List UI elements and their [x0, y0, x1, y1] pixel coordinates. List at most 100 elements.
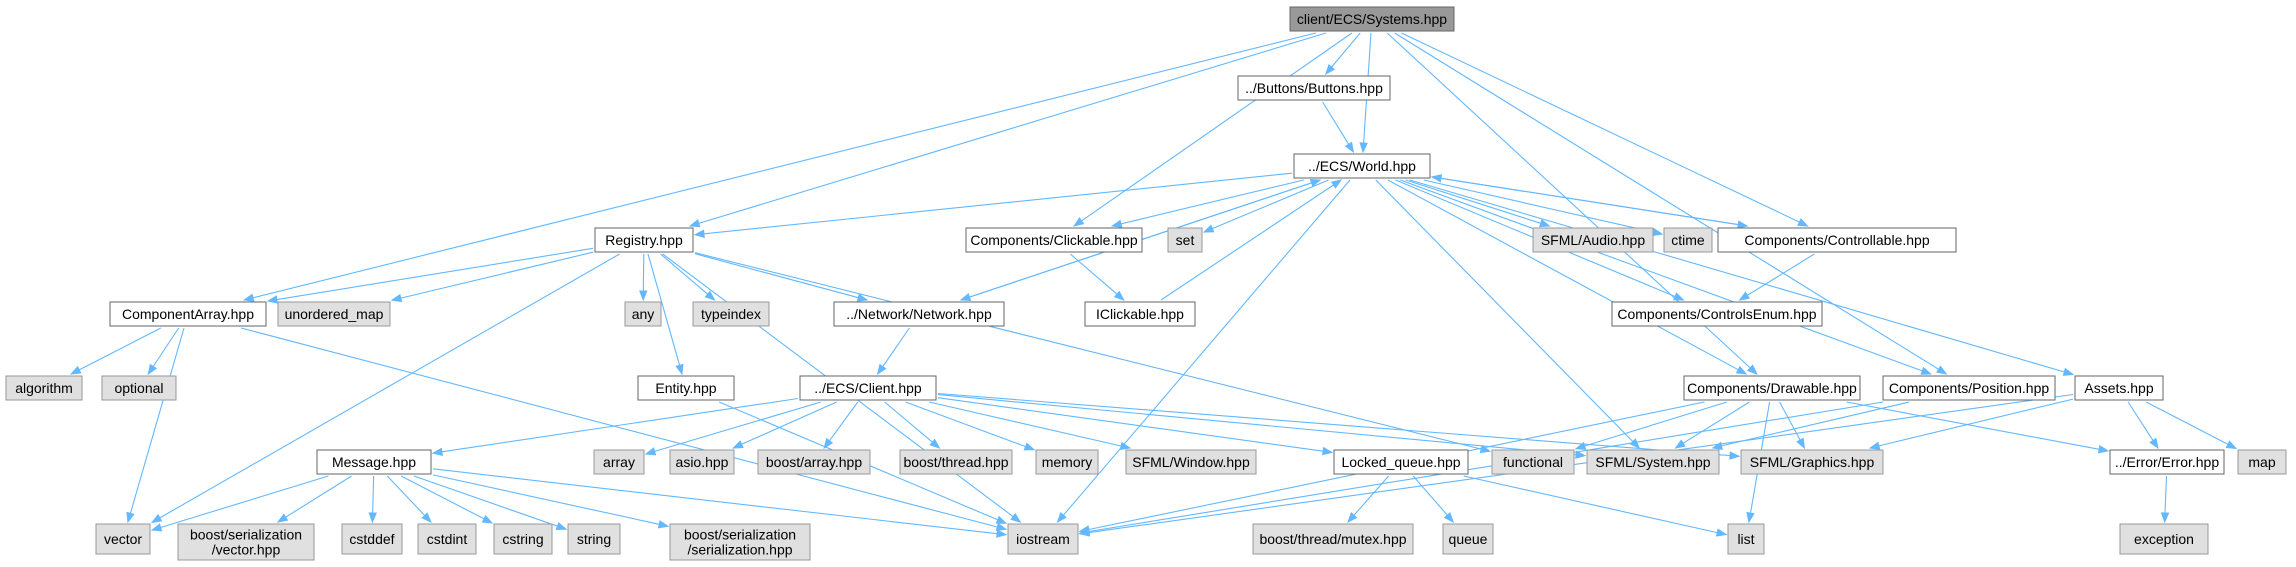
node-sfml-audio: SFML/Audio.hpp	[1532, 227, 1654, 253]
node-box	[1727, 523, 1765, 555]
node-controllable[interactable]: Components/Controllable.hpp	[1717, 227, 1957, 253]
edge-position-to-sfml_system	[1711, 401, 1910, 451]
edge-world-to-sfml_audio	[1405, 179, 1551, 228]
node-world[interactable]: ../ECS/World.hpp	[1293, 153, 1431, 179]
edge-drawable-to-sfml_graphics	[1779, 401, 1806, 450]
node-box	[593, 449, 645, 475]
node-box	[1882, 375, 2056, 401]
edge-drawable-to-functional	[1574, 401, 1727, 450]
edge-drawable-to-sfml_system	[1674, 401, 1750, 449]
node-label: Registry.hpp	[605, 232, 683, 248]
edge-message-to-boost_ser_serialization	[432, 474, 670, 529]
edge-message-to-vector	[150, 475, 329, 532]
node-label: SFML/Window.hpp	[1132, 454, 1250, 470]
edge-client-to-sfml_graphics	[937, 392, 1741, 460]
node-locked-queue[interactable]: Locked_queue.hpp	[1333, 449, 1469, 475]
node-boost-array: boost/array.hpp	[757, 449, 871, 475]
edge-world-to-registry	[693, 172, 1293, 238]
node-box	[1442, 523, 1494, 555]
edge-client-to-boost_array	[823, 401, 859, 450]
node-box	[316, 449, 432, 475]
node-label: Components/Controllable.hpp	[1744, 232, 1929, 248]
node-unordered-map: unordered_map	[277, 301, 391, 327]
node-controls-enum[interactable]: Components/ControlsEnum.hpp	[1611, 301, 1823, 327]
node-drawable[interactable]: Components/Drawable.hpp	[1683, 375, 1861, 401]
edge-assets-to-iostream	[1078, 393, 2074, 537]
node-label: ../ECS/World.hpp	[1308, 158, 1416, 174]
edge-world-to-drawable	[1387, 179, 1748, 375]
node-box	[1611, 301, 1823, 327]
node-typeindex: typeindex	[692, 301, 770, 327]
node-exception: exception	[2119, 523, 2209, 555]
node-clickable[interactable]: Components/Clickable.hpp	[965, 227, 1143, 253]
node-queue: queue	[1442, 523, 1494, 555]
node-map: map	[2237, 449, 2287, 475]
node-buttons[interactable]: ../Buttons/Buttons.hpp	[1237, 75, 1391, 101]
node-box	[567, 523, 621, 555]
node-label: queue	[1449, 531, 1488, 547]
edge-assets-to-map	[2145, 401, 2238, 450]
node-label: cstring	[502, 531, 543, 547]
node-box	[109, 301, 267, 327]
edge-registry-to-typeindex	[660, 253, 716, 301]
edge-component_array-to-algorithm	[69, 327, 162, 375]
node-label: vector	[104, 531, 142, 547]
node-box	[594, 227, 694, 253]
node-entity[interactable]: Entity.hpp	[637, 375, 735, 401]
edge-world-to-clickable	[1110, 179, 1304, 228]
edge-registry-to-vector	[150, 253, 620, 524]
edge-buttons-to-world	[1322, 101, 1355, 154]
node-box	[341, 523, 403, 555]
node-label: Assets.hpp	[2084, 380, 2153, 396]
node-list: list	[1727, 523, 1765, 555]
edge-registry-to-functional	[694, 252, 1492, 454]
node-box	[757, 449, 871, 475]
edge-message-to-boost_ser_vector	[276, 475, 352, 523]
edge-systems-to-buttons	[1324, 32, 1361, 76]
node-registry[interactable]: Registry.hpp	[594, 227, 694, 253]
node-label: algorithm	[15, 380, 73, 396]
node-box	[493, 523, 553, 555]
node-label: Components/ControlsEnum.hpp	[1617, 306, 1816, 322]
edge-client-to-asio	[732, 401, 837, 449]
node-boost-ser-vector: boost/serialization/vector.hpp	[177, 523, 315, 561]
node-boost-mutex: boost/thread/mutex.hpp	[1252, 523, 1414, 555]
node-box	[101, 375, 177, 401]
edge-locked_queue-to-boost_mutex	[1347, 475, 1390, 524]
node-box	[95, 523, 151, 555]
nodes-layer: client/ECS/Systems.hpp ../Buttons/Buttons…	[5, 6, 2287, 561]
node-box	[1167, 227, 1203, 253]
node-iclickable[interactable]: IClickable.hpp	[1084, 301, 1196, 327]
node-error[interactable]: ../Error/Error.hpp	[2109, 449, 2225, 475]
node-box	[1293, 153, 1431, 179]
node-box	[899, 449, 1013, 475]
node-component-array[interactable]: ComponentArray.hpp	[109, 301, 267, 327]
node-box	[637, 375, 735, 401]
edge-client-to-message	[431, 397, 799, 456]
edge-world-to-ctime	[1423, 179, 1664, 237]
node-box	[1007, 523, 1079, 555]
edge-world-to-sfml_system	[1375, 179, 1641, 449]
node-box	[1491, 449, 1575, 475]
node-position[interactable]: Components/Position.hpp	[1882, 375, 2056, 401]
node-box	[1252, 523, 1414, 555]
node-systems[interactable]: client/ECS/Systems.hpp	[1289, 6, 1455, 32]
node-box	[965, 227, 1143, 253]
node-boost-ser-serialization: boost/serialization/serialization.hpp	[669, 523, 811, 561]
node-label: Components/Clickable.hpp	[970, 232, 1138, 248]
edge-controllable-to-controls_enum	[1738, 253, 1815, 301]
node-boost-thread: boost/thread.hpp	[899, 449, 1013, 475]
node-box	[417, 523, 477, 555]
node-label: typeindex	[701, 306, 761, 322]
node-box	[692, 301, 770, 327]
node-assets[interactable]: Assets.hpp	[2074, 375, 2164, 401]
node-network[interactable]: ../Network/Network.hpp	[833, 301, 1005, 327]
edge-world-to-iostream	[1056, 179, 1351, 524]
node-ctime: ctime	[1663, 227, 1713, 253]
node-message[interactable]: Message.hpp	[316, 449, 432, 475]
edge-client-to-sfml_system	[937, 394, 1587, 459]
node-box	[1237, 75, 1391, 101]
node-label: IClickable.hpp	[1096, 306, 1184, 322]
node-client[interactable]: ../ECS/Client.hpp	[799, 375, 937, 401]
edge-registry-to-unordered_map	[390, 251, 594, 303]
